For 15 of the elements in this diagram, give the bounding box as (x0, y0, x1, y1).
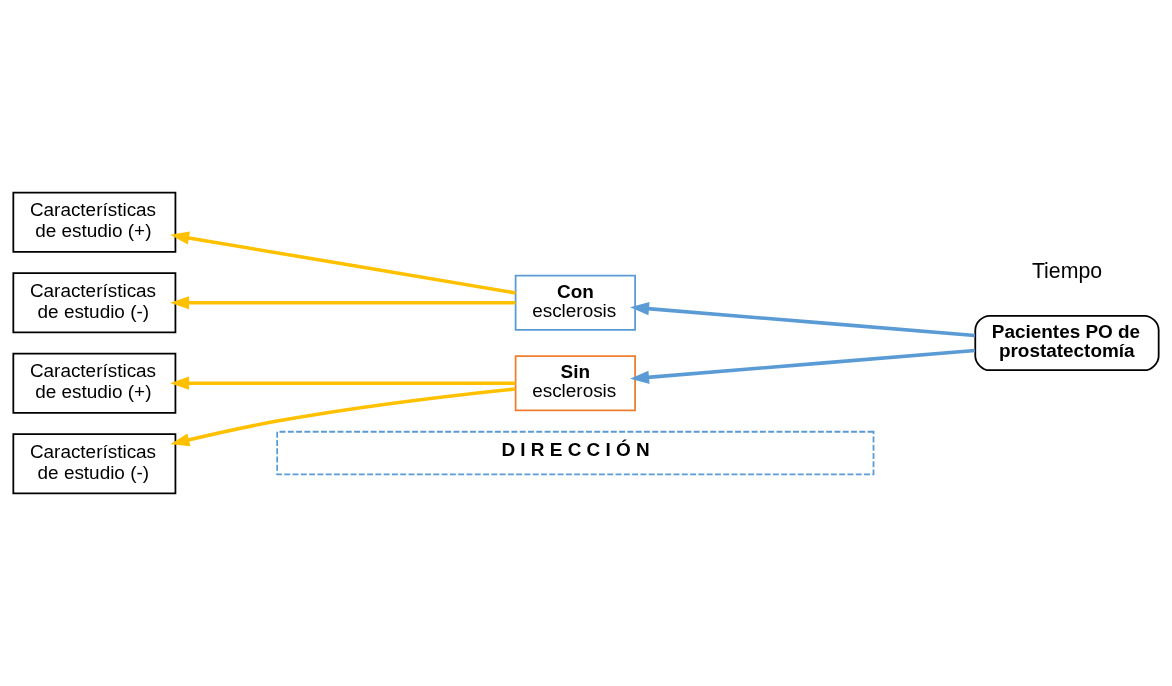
node-box: Pacientes PO de prostatectomía (974, 314, 1160, 372)
node-box: Con esclerosis (514, 274, 636, 331)
arrow (170, 376, 516, 390)
node-box: Características de estudio (+) (12, 352, 177, 414)
arrow (170, 387, 516, 447)
node-box: Sin esclerosis (514, 355, 636, 412)
arrow (630, 348, 976, 384)
arrow (170, 231, 516, 295)
node-box: Características de estudio (-) (12, 433, 177, 495)
node-box: D I R E C C I Ó N (276, 430, 875, 476)
arrow (630, 302, 976, 338)
node-box: Características de estudio (-) (12, 272, 177, 334)
node-box: Características de estudio (+) (12, 191, 177, 253)
arrow (170, 296, 516, 310)
label: Tiempo (1031, 259, 1103, 284)
